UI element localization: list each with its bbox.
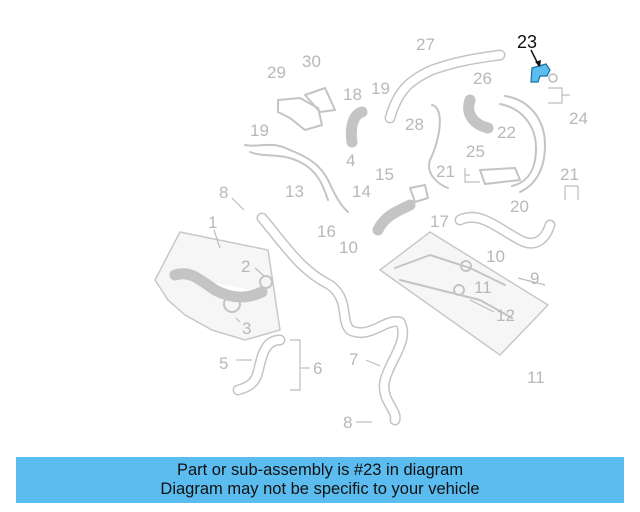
- part-1-clamp: [259, 275, 273, 289]
- callout-18: 18: [343, 85, 362, 104]
- leader-9: [517, 277, 546, 286]
- banner-line-1: Part or sub-assembly is #23 in diagram: [176, 461, 464, 479]
- leader-21-left: [464, 168, 480, 183]
- callout-20: 20: [510, 197, 529, 216]
- callout-10-left: 10: [339, 238, 358, 257]
- leader-1: [213, 229, 221, 249]
- callout-30: 30: [302, 52, 321, 71]
- part-1-hose: [169, 268, 268, 303]
- callout-26: 26: [473, 69, 492, 88]
- leader-2: [254, 267, 265, 277]
- callout-12: 12: [496, 306, 515, 325]
- part-29-bracket: [277, 97, 323, 131]
- callout-11-mid: 11: [474, 278, 492, 297]
- part-27-hose-inner: [386, 51, 504, 122]
- leader-3: [235, 317, 241, 323]
- part-14-hose: [372, 199, 416, 236]
- part-9-tray: [378, 231, 550, 356]
- part-17-fitting: [409, 184, 429, 203]
- banner-line-2: Diagram may not be specific to your vehi…: [160, 480, 480, 498]
- part-21-pipe: [479, 167, 521, 185]
- callout-3: 3: [242, 319, 251, 338]
- part-22-pipe: [499, 95, 546, 193]
- callout-29: 29: [267, 63, 286, 82]
- callout-22: 22: [497, 123, 516, 142]
- callout-11-low: 11: [527, 368, 545, 387]
- leader-8-top: [231, 197, 245, 211]
- part-30-bracket: [304, 87, 336, 113]
- callout-16: 16: [317, 222, 336, 241]
- callout-9: 9: [530, 269, 539, 288]
- part-23-clamp: [548, 73, 558, 83]
- part-10-clamp: [460, 260, 472, 272]
- callout-27: 27: [416, 35, 435, 54]
- callout-21-left: 21: [436, 162, 455, 181]
- callout-8-bottom: 8: [343, 413, 352, 432]
- callout-23-arrowhead: [535, 60, 541, 67]
- callout-2: 2: [241, 257, 250, 276]
- part-23-hose: [530, 63, 551, 83]
- callout-13: 13: [285, 182, 304, 201]
- part-23-highlight: [530, 63, 558, 83]
- part-13-pipe: [244, 143, 349, 213]
- part-5-hose-inner: [234, 336, 284, 394]
- info-banner: Part or sub-assembly is #23 in diagram D…: [16, 457, 624, 503]
- callout-19-top: 19: [371, 79, 390, 98]
- part-20-hose-inner: [456, 213, 554, 248]
- main-lower-hose-inner: [258, 214, 407, 424]
- callout-24: 24: [569, 109, 588, 128]
- callout-4: 4: [346, 151, 355, 170]
- callout-23: 23: [517, 32, 537, 52]
- callout-14: 14: [352, 182, 371, 201]
- callout-8-top: 8: [219, 183, 228, 202]
- leader-21-right: [564, 185, 579, 200]
- part-11-clamp: [453, 284, 465, 296]
- callout-17: 17: [430, 212, 449, 231]
- callout-21-right: 21: [560, 165, 579, 184]
- callout-6: 6: [313, 359, 322, 378]
- part-3-clamp: [223, 295, 241, 313]
- leader-6: [290, 339, 310, 391]
- part-18-hose: [345, 106, 368, 148]
- callout-10-right: 10: [486, 247, 505, 266]
- callout-7: 7: [349, 350, 358, 369]
- part-26-hose: [463, 94, 494, 134]
- part-13-pipe-b: [249, 151, 329, 201]
- callout-15: 15: [375, 165, 394, 184]
- callout-25: 25: [466, 142, 485, 161]
- leader-7: [365, 359, 381, 367]
- callout-19-left: 19: [250, 121, 269, 140]
- callout-28: 28: [405, 115, 424, 134]
- callout-1: 1: [208, 213, 217, 232]
- leader-24: [548, 87, 570, 104]
- leader-12: [469, 299, 495, 313]
- callout-5: 5: [219, 354, 228, 373]
- part-28-pipe: [428, 104, 449, 189]
